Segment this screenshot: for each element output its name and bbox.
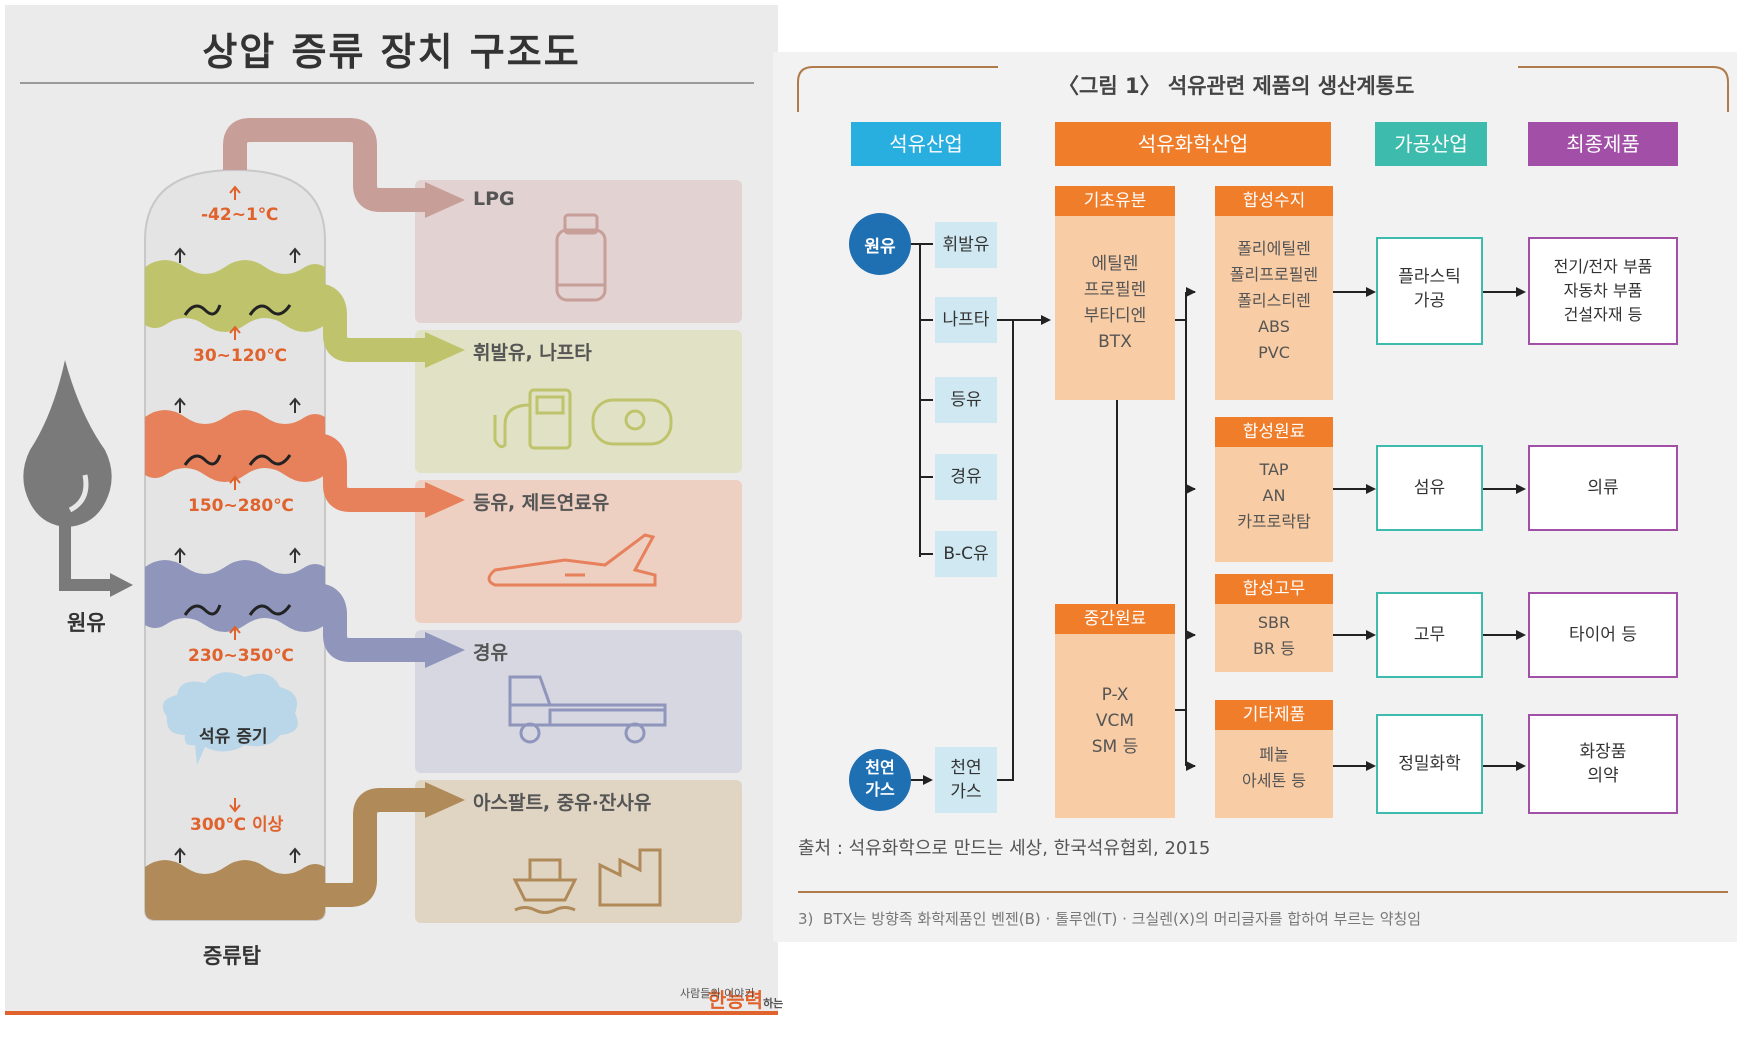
basic-block: 기초유분 에틸렌 프로필렌 부타디엔 BTX [1055, 186, 1175, 400]
brand-logo-sub: 사람들의 이야기 [680, 987, 755, 1000]
crude-label: 원유 [67, 611, 106, 635]
tower-label: 증류탑 [203, 944, 261, 968]
product-label-lpg: LPG [473, 188, 515, 210]
pipe-diesel [305, 583, 430, 662]
title-divider [20, 82, 754, 84]
header-processing: 가공산업 [1375, 122, 1487, 166]
derivative-resin-title: 합성수지 [1215, 186, 1333, 216]
brand-logo: 한능력하는 [680, 960, 783, 1037]
derivative-resin: 합성수지 폴리에틸렌 폴리프로필렌 폴리스티렌 ABS PVC [1215, 186, 1333, 400]
final-tire: 타이어 등 [1528, 592, 1678, 678]
derivative-other-title: 기타제품 [1215, 700, 1333, 730]
swirl-marks [183, 304, 292, 616]
header-petrochem: 석유화학산업 [1055, 122, 1331, 166]
derivative-other-items: 페놀 아세톤 등 [1242, 745, 1306, 790]
temp-label-gasoline: 30~120℃ [193, 346, 287, 366]
title-frame [797, 66, 1729, 112]
derivative-fiber-items: TAP AN 카프로락탐 [1237, 460, 1311, 531]
oil-product-naphtha: 나프타 [935, 297, 997, 343]
final-cosmetics: 화장품 의약 [1528, 714, 1678, 814]
oil-product-diesel: 경유 [935, 454, 997, 500]
crude-text: 원유 [864, 237, 896, 257]
processing-fiber: 섬유 [1376, 445, 1483, 531]
intermediate-title: 중간원료 [1055, 604, 1175, 634]
natural-gas-circle [849, 749, 911, 811]
crude-oil-drop-icon [23, 360, 112, 527]
pipe-lpg [223, 118, 430, 212]
derivative-fiber-title: 합성원료 [1215, 417, 1333, 447]
product-card-asphalt [415, 780, 742, 923]
figure-title: 〈그림 1〉 석유관련 제품의 생산계통도 [1058, 74, 1415, 98]
product-label-asphalt: 아스팔트, 중유·잔사유 [473, 792, 652, 814]
crude-circle [849, 213, 911, 275]
oil-product-kerosene: 등유 [935, 377, 997, 423]
flow-diagram [797, 66, 1729, 893]
production-flow-panel: 〈그림 1〉 석유관련 제품의 생산계통도 석유산업 석유화학산업 가공산업 최… [773, 52, 1737, 942]
fuel-pump-icon [493, 388, 673, 450]
derivative-rubber-title: 합성고무 [1215, 574, 1333, 604]
pipe-gasoline [305, 283, 430, 362]
product-label-gasoline: 휘발유, 나프타 [473, 342, 592, 364]
header-petroleum: 석유산업 [851, 122, 1001, 166]
intermediate-block: 중간원료 P-X VCM SM 등 [1055, 604, 1175, 818]
oil-product-bracket [911, 243, 933, 557]
gas-cylinder-icon [555, 213, 607, 302]
final-clothing: 의류 [1528, 445, 1678, 531]
derivative-rubber: 합성고무 SBR BR 등 [1215, 574, 1333, 672]
product-label-diesel: 경유 [473, 642, 508, 664]
processing-fine-chem: 정밀화학 [1376, 714, 1483, 814]
product-label-kerosene: 등유, 제트연료유 [473, 492, 610, 514]
product-card-kerosene [415, 480, 742, 623]
derivative-other: 기타제품 페놀 아세톤 등 [1215, 700, 1333, 818]
derivative-rubber-items: SBR BR 등 [1253, 613, 1295, 658]
derivative-fiber: 합성원료 TAP AN 카프로락탐 [1215, 417, 1333, 562]
basic-title: 기초유분 [1055, 186, 1175, 216]
product-card-diesel [415, 630, 742, 773]
oil-product-gasoline: 휘발유 [935, 222, 997, 268]
ship-factory-icon [512, 848, 662, 914]
final-electronics: 전기/전자 부품 자동차 부품 건설자재 등 [1528, 237, 1678, 345]
band-residue [145, 860, 325, 920]
gas-product-box: 천연 가스 [935, 747, 997, 813]
intermediate-items: P-X VCM SM 등 [1091, 685, 1139, 757]
temp-label-diesel: 230~350℃ [188, 646, 294, 666]
panel-title: 상압 증류 장치 구조도 [202, 30, 581, 74]
source-note: 출처 : 석유화학으로 만드는 세상, 한국석유협회, 2015 [798, 838, 1211, 859]
temp-label-kerosene: 150~280℃ [188, 496, 294, 516]
truck-icon [508, 675, 667, 744]
vapor-label: 석유 증기 [199, 727, 268, 747]
vapor-temp-label: 300℃ 이상 [190, 815, 284, 835]
brand-logo-suffix: 하는 [763, 997, 784, 1010]
brand-logo-main: 한능력 [707, 988, 764, 1012]
natural-gas-text: 천연 가스 [865, 758, 895, 799]
jet-icon [487, 533, 657, 587]
processing-plastic: 플라스틱 가공 [1376, 237, 1483, 345]
derivative-resin-items: 폴리에틸렌 폴리프로필렌 폴리스티렌 ABS PVC [1229, 239, 1319, 362]
processing-rubber: 고무 [1376, 592, 1483, 678]
up-arrows [174, 247, 301, 863]
vapor-cloud [162, 672, 298, 765]
pipe-kerosene [305, 433, 430, 512]
oil-product-bc: B-C유 [935, 531, 997, 577]
distillation-panel: 상압 증류 장치 구조도 [5, 5, 783, 1015]
tower-diagram [23, 118, 673, 921]
basic-items: 에틸렌 프로필렌 부타디엔 BTX [1083, 254, 1147, 352]
header-final: 최종제품 [1528, 122, 1678, 166]
pipe-asphalt [305, 788, 430, 907]
product-card-gasoline [415, 330, 742, 473]
crude-feed-arrow [59, 525, 115, 591]
top-temp-label: -42~1℃ [201, 205, 279, 225]
footnote: 3) BTX는 방향족 화학제품인 벤젠(B) · 톨루엔(T) · 크실렌(X… [798, 910, 1422, 928]
